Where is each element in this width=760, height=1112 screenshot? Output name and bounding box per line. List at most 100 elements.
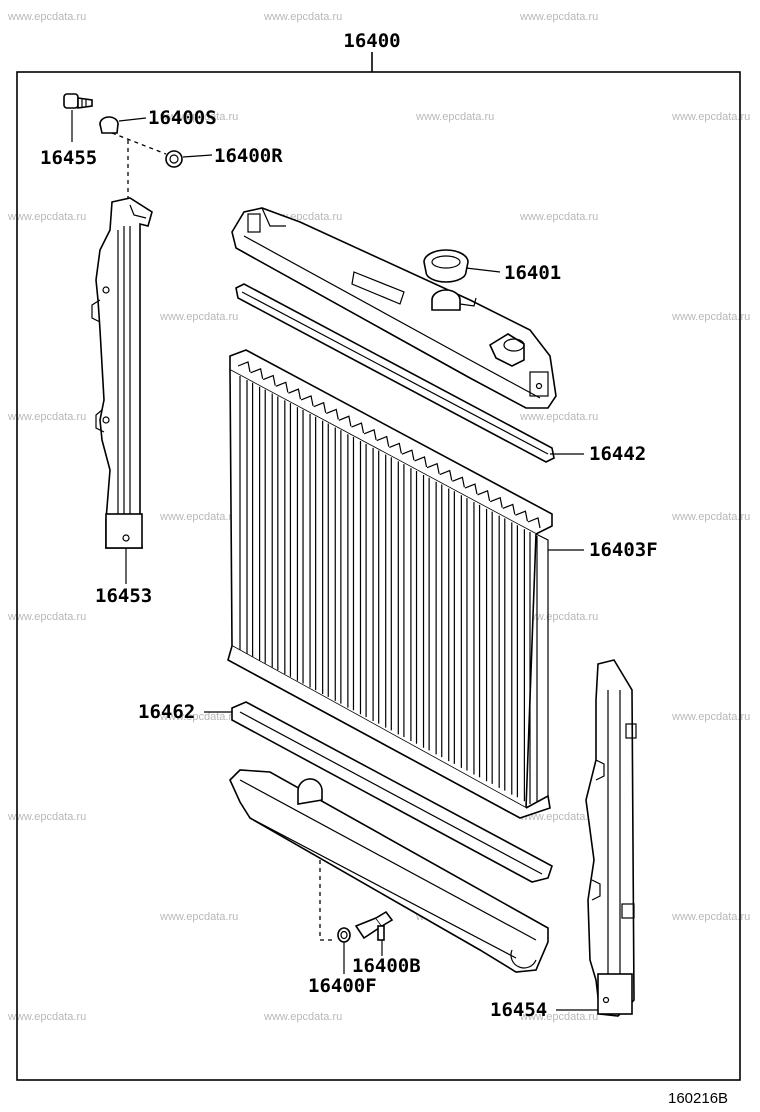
label-16455: 16455 bbox=[40, 147, 97, 169]
core-tube bbox=[378, 450, 387, 728]
core-tube-header bbox=[464, 483, 478, 495]
core-tube bbox=[302, 409, 311, 688]
core-tube bbox=[529, 532, 538, 808]
core-tube bbox=[441, 484, 450, 762]
core-tube-header bbox=[351, 422, 365, 434]
core-tube bbox=[352, 437, 362, 715]
watermark-text: www.epcdata.ru bbox=[671, 311, 750, 323]
drain-plug-screw-16455 bbox=[63, 93, 93, 109]
core-tube-header bbox=[489, 496, 503, 508]
lower-tank-gasket-16462 bbox=[231, 701, 553, 883]
core-tube bbox=[504, 518, 513, 795]
core-tube bbox=[289, 403, 299, 681]
core-tube-header bbox=[250, 367, 264, 379]
watermark-text: www.epcdata.ru bbox=[415, 111, 494, 123]
core-tube bbox=[252, 382, 261, 661]
watermark-text: www.epcdata.ru bbox=[671, 711, 750, 723]
core-tube-header bbox=[363, 429, 377, 440]
core-tube bbox=[264, 389, 273, 668]
watermark-text: www.epcdata.ru bbox=[519, 11, 598, 23]
label-16403f: 16403F bbox=[589, 539, 658, 561]
label-16400r: 16400R bbox=[214, 145, 283, 167]
watermark-text: www.epcdata.ru bbox=[519, 811, 598, 823]
watermark-text: www.epcdata.ru bbox=[159, 111, 238, 123]
assembly-number-label: 16400 bbox=[343, 30, 400, 52]
core-tube bbox=[340, 430, 349, 708]
core-tube-header bbox=[262, 374, 276, 386]
left-support-16453 bbox=[91, 197, 153, 549]
core-tube bbox=[516, 525, 525, 802]
core-tube bbox=[239, 376, 248, 654]
watermark-text: www.epcdata.ru bbox=[671, 111, 750, 123]
watermark-text: www.epcdata.ru bbox=[7, 11, 86, 23]
core-tube bbox=[327, 423, 336, 701]
upper-radiator-tank bbox=[231, 207, 557, 409]
watermark-text: www.epcdata.ru bbox=[671, 511, 750, 523]
watermark-text: www.epcdata.ru bbox=[159, 911, 238, 923]
core-tube-header bbox=[439, 469, 453, 481]
core-tube-header bbox=[313, 401, 327, 413]
core-tube-header bbox=[515, 510, 528, 522]
core-tube-header bbox=[502, 503, 516, 515]
core-tube-header bbox=[527, 517, 541, 529]
watermark-text: www.epcdata.ru bbox=[159, 511, 238, 523]
label-16442: 16442 bbox=[589, 443, 646, 465]
core-tube-header bbox=[401, 449, 415, 461]
core-tube-header bbox=[376, 435, 390, 447]
core-tube bbox=[390, 457, 399, 735]
label-16462: 16462 bbox=[138, 701, 195, 723]
core-tube-header bbox=[275, 381, 289, 393]
drain-cock-o-ring-lower-16400f bbox=[337, 927, 351, 943]
label-16401: 16401 bbox=[504, 262, 561, 284]
core-tube bbox=[315, 416, 324, 695]
lower-radiator-tank bbox=[229, 769, 549, 973]
core-tube bbox=[365, 443, 374, 721]
core-tube bbox=[415, 470, 425, 748]
core-tube-header bbox=[414, 456, 428, 468]
dashed-guide-lower bbox=[319, 860, 336, 941]
core-tube bbox=[466, 498, 475, 775]
drain-cock-plug-lower-16400b bbox=[354, 910, 394, 941]
watermark-text: www.epcdata.ru bbox=[519, 1011, 598, 1023]
watermark-text: www.epcdata.ru bbox=[671, 911, 750, 923]
leader-16401 bbox=[465, 267, 501, 273]
radiator-core-16403f bbox=[227, 349, 553, 819]
label-16400b: 16400B bbox=[352, 955, 421, 977]
watermark-text: www.epcdata.ru bbox=[519, 211, 598, 223]
leader-16400s bbox=[118, 117, 147, 122]
watermark-text: www.epcdata.ru bbox=[7, 811, 86, 823]
upper-tank-gasket-16442 bbox=[235, 283, 555, 463]
drawing-number: 160216B bbox=[668, 1090, 728, 1107]
watermark-text: www.epcdata.ru bbox=[7, 211, 86, 223]
radiator-core-fins bbox=[237, 361, 541, 808]
core-tube-header bbox=[288, 388, 302, 400]
label-16400s: 16400S bbox=[148, 107, 217, 129]
watermark-text: www.epcdata.ru bbox=[263, 1011, 342, 1023]
assembly-frame bbox=[16, 71, 741, 1081]
label-16453: 16453 bbox=[95, 585, 152, 607]
core-tube bbox=[453, 491, 462, 768]
core-tube bbox=[491, 511, 500, 788]
core-tube-header bbox=[389, 442, 402, 454]
watermark-text: www.epcdata.ru bbox=[519, 611, 598, 623]
core-tube-header bbox=[477, 490, 491, 501]
watermark-text: www.epcdata.ru bbox=[159, 711, 238, 723]
leader-16400r bbox=[182, 154, 213, 158]
dashed-guide-upper bbox=[111, 132, 167, 155]
core-tube-header bbox=[426, 462, 440, 474]
core-tube bbox=[277, 396, 286, 675]
label-16454: 16454 bbox=[490, 999, 547, 1021]
core-tube-header bbox=[452, 476, 465, 488]
radiator-cap-16401 bbox=[423, 249, 469, 283]
core-tube bbox=[403, 464, 412, 742]
watermark-text: www.epcdata.ru bbox=[7, 1011, 86, 1023]
drain-cock-o-ring-upper-16400r bbox=[165, 150, 183, 168]
core-tube bbox=[478, 504, 488, 782]
core-tube-header bbox=[326, 408, 339, 420]
core-tube-header bbox=[237, 361, 251, 373]
watermark-text: www.epcdata.ru bbox=[159, 311, 238, 323]
core-tube-header bbox=[338, 415, 352, 427]
watermark-text: www.epcdata.ru bbox=[263, 11, 342, 23]
label-16400f: 16400F bbox=[308, 975, 377, 997]
